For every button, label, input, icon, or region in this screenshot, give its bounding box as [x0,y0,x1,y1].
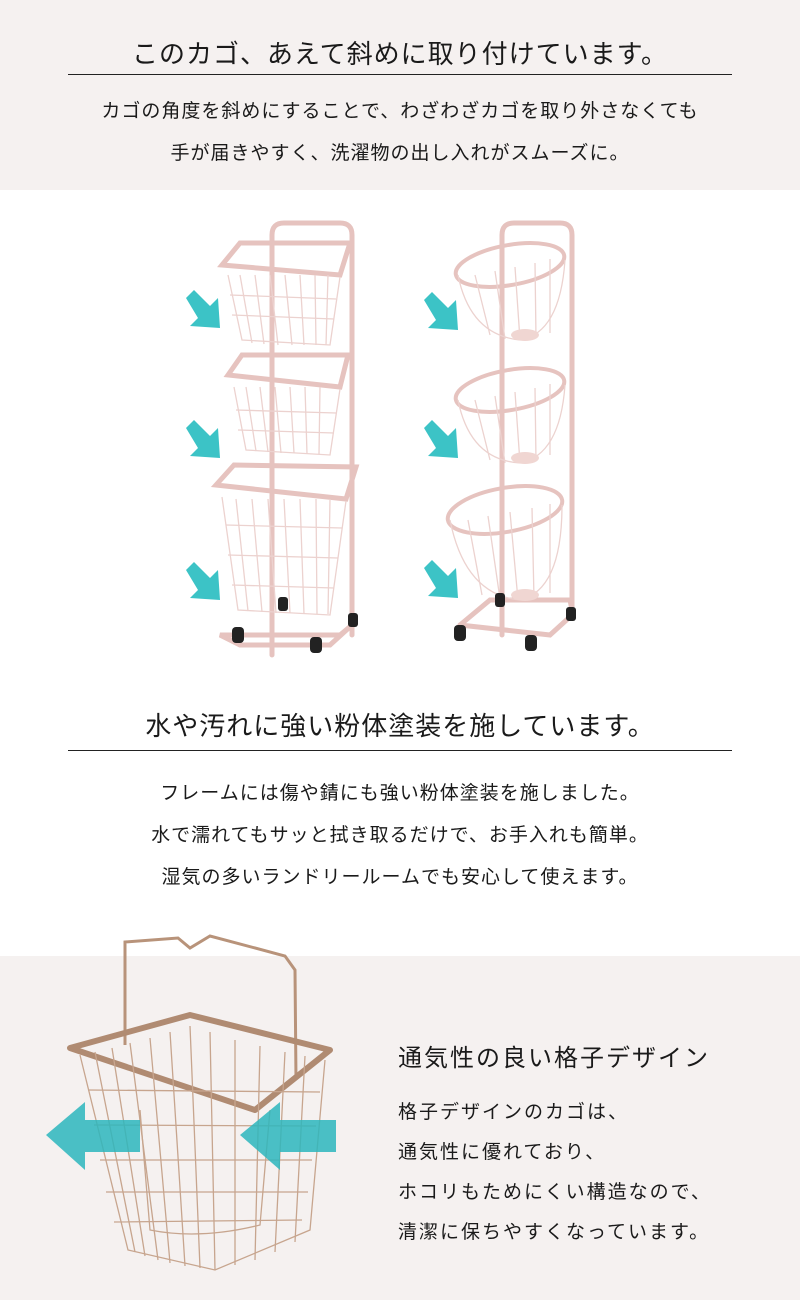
section3-line: ホコリもためにくい構造なので、 [398,1181,712,1203]
top-band [0,0,800,190]
section2-line: 水で濡れてもサッと拭き取るだけで、お手入れも簡単。 [151,824,649,846]
wire-basket-image [46,934,336,1271]
section3-line: 通気性に優れており、 [398,1141,607,1163]
square-basket-rack-image [210,220,360,658]
arrow-down-right-icon [424,560,458,598]
section2-divider [68,750,732,751]
section2-line: 湿気の多いランドリールームでも安心して使えます。 [161,866,639,888]
section2-title: 水や汚れに強い粉体塗装を施しています。 [145,712,655,742]
section3-description: 格子デザインのカゴは、 通気性に優れており、 ホコリもためにくい構造なので、 清… [398,1092,712,1252]
arrow-down-right-icon [424,420,458,458]
section3-title: 通気性の良い格子デザイン [398,1044,710,1072]
section1-description: カゴの角度を斜めにすることで、わざわざカゴを取り外さなくても 手が届きやすく、洗… [0,90,800,174]
arrow-down-right-icon [186,290,220,328]
section1-title: このカゴ、あえて斜めに取り付けています。 [131,40,669,70]
section1-divider [68,74,732,75]
section1-line: カゴの角度を斜めにすることで、わざわざカゴを取り外さなくても [101,100,699,122]
arrow-down-right-icon [186,420,220,458]
section2-description: フレームには傷や錆にも強い粉体塗装を施しました。 水で濡れてもサッと拭き取るだけ… [0,772,800,898]
arrow-down-right-icon [186,562,220,600]
section3-line: 格子デザインのカゴは、 [398,1101,630,1123]
section3-line: 清潔に保ちやすくなっています。 [398,1221,711,1243]
round-basket-rack-image [445,220,576,651]
section1-line: 手が届きやすく、洗濯物の出し入れがスムーズに。 [170,142,630,164]
section2-line: フレームには傷や錆にも強い粉体塗装を施しました。 [160,782,640,804]
arrow-down-right-icon [424,292,458,330]
